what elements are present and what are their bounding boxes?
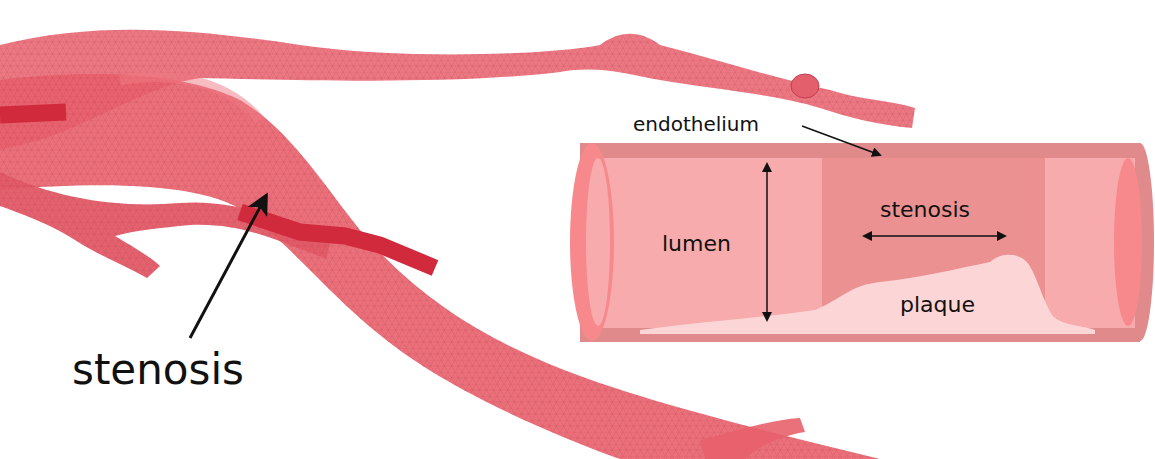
tube-end (1114, 158, 1142, 326)
part-label: endothelium (633, 114, 759, 134)
callout-label: stenosis (72, 349, 244, 391)
part-label: plaque (900, 294, 975, 316)
tube-end (570, 143, 614, 341)
vessel-highlight (120, 77, 260, 120)
catheter (240, 212, 435, 268)
dimension-arrow (864, 235, 1005, 237)
dimension-arrow (766, 164, 768, 320)
leader-arrow (190, 196, 266, 338)
vessel-wall (580, 143, 1140, 342)
plaque (640, 255, 1095, 334)
vessel-side-branch (700, 418, 805, 459)
aneurysm-bulge (791, 74, 819, 98)
leader-arrow (802, 126, 880, 155)
tube-schematic (570, 143, 1154, 342)
catheter (0, 112, 66, 115)
part-label: lumen (662, 233, 731, 255)
part-label: stenosis (880, 199, 970, 221)
